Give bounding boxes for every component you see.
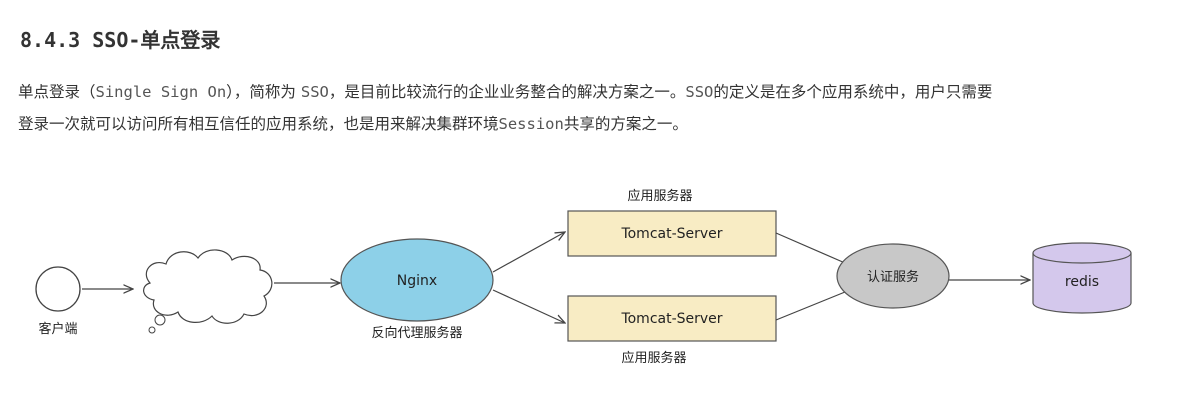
- nginx-caption: 反向代理服务器: [371, 325, 462, 341]
- text-run: 共享的方案之一。: [563, 115, 688, 133]
- text-run: ，是目前比较流行的企业业务整合的解决方案之一。: [328, 83, 686, 101]
- client-circle: [35, 266, 81, 312]
- text-run: 的定义是在多个应用系统中，用户只需要: [713, 83, 993, 101]
- line-server-top-to-auth: [775, 232, 846, 264]
- paragraph-line-2: 登录一次就可以访问所有相互信任的应用系统，也是用来解决集群环境Session共享…: [18, 108, 1183, 140]
- cloud-bubble: [154, 314, 166, 326]
- intro-paragraph: 单点登录（Single Sign On），简称为 SSO，是目前比较流行的企业业…: [18, 76, 1183, 140]
- code-sso: SSO: [685, 83, 714, 101]
- arrow-nginx-to-server-bottom: [492, 289, 565, 323]
- redis-cylinder: [1032, 242, 1132, 314]
- server-top-label: Tomcat-Server: [620, 226, 722, 242]
- paragraph-line-1: 单点登录（Single Sign On），简称为 SSO，是目前比较流行的企业业…: [18, 76, 1183, 108]
- section-title: 单点登录: [140, 28, 221, 52]
- line-server-bottom-to-auth: [775, 291, 846, 321]
- server-bottom-label: Tomcat-Server: [620, 311, 722, 327]
- nginx-ellipse: [340, 238, 494, 322]
- section-number: 8.4.3 SSO-: [20, 28, 141, 52]
- server-bottom-caption: 应用服务器: [621, 350, 686, 366]
- arrow-nginx-to-server-top: [492, 232, 565, 273]
- text-run: ），简称为: [226, 83, 301, 101]
- server-top-caption: 应用服务器: [627, 188, 692, 204]
- server-top-box: [567, 210, 777, 257]
- text-run: 登录一次就可以访问所有相互信任的应用系统，也是用来解决集群环境: [18, 115, 499, 133]
- client-label: 客户端: [38, 321, 77, 337]
- cloud-bubble: [148, 326, 156, 334]
- auth-service-ellipse: [836, 243, 950, 309]
- nginx-label: Nginx: [397, 273, 437, 289]
- auth-service-label: 认证服务: [867, 269, 919, 285]
- section-heading: 8.4.3 SSO-单点登录: [20, 24, 220, 53]
- internet-cloud: [143, 249, 273, 324]
- code-sso: SSO: [300, 83, 329, 101]
- code-session: Session: [498, 115, 564, 133]
- server-bottom-box: [567, 295, 777, 342]
- text-run: 单点登录（: [18, 83, 96, 101]
- redis-label: redis: [1065, 274, 1099, 290]
- code-single-sign-on: Single Sign On: [95, 83, 227, 101]
